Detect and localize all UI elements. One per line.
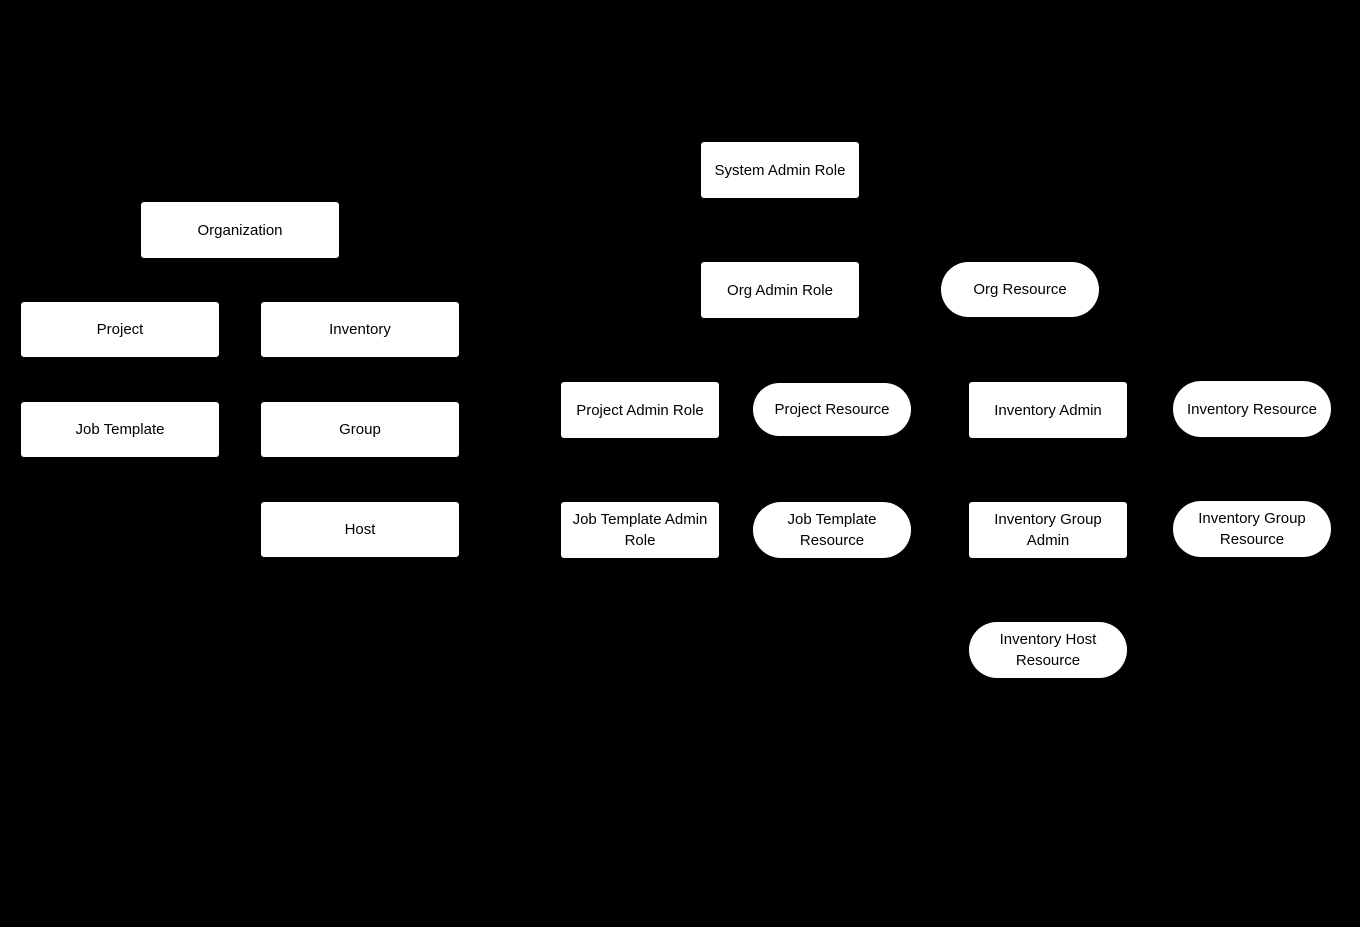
node-inventory-group-admin: Inventory Group Admin xyxy=(969,502,1127,558)
node-label: Group xyxy=(339,421,381,438)
node-label: Inventory Group Admin xyxy=(994,511,1102,549)
node-label: Inventory Host Resource xyxy=(999,631,1097,669)
node-label: Project xyxy=(96,321,144,338)
node-inventory-admin: Inventory Admin xyxy=(969,382,1127,438)
node-project-admin-role: Project Admin Role xyxy=(561,382,719,438)
node-inventory: Inventory xyxy=(261,302,459,357)
node-host: Host xyxy=(261,502,459,557)
node-label: Inventory Resource xyxy=(1186,400,1318,418)
node-group: Group xyxy=(261,402,459,457)
node-inventory-group-resource: Inventory Group Resource xyxy=(1173,501,1331,557)
node-label: Inventory Admin xyxy=(994,401,1102,419)
node-label: Job Template Resource xyxy=(787,511,877,549)
node-job-template: Job Template xyxy=(21,402,219,457)
node-label: Org Resource xyxy=(973,281,1067,298)
node-label: Org Admin Role xyxy=(727,281,833,299)
node-inventory-host-resource: Inventory Host Resource xyxy=(969,622,1127,678)
node-label: Inventory Group Resource xyxy=(1198,510,1306,548)
node-organization: Organization xyxy=(141,202,339,258)
node-system-admin-role: System Admin Role xyxy=(701,142,859,198)
node-label: Inventory xyxy=(329,321,391,338)
node-job-template-admin-role: Job Template Admin Role xyxy=(561,502,719,558)
node-project-resource: Project Resource xyxy=(753,383,911,436)
node-job-template-resource: Job Template Resource xyxy=(753,502,911,558)
node-label: Job Template Admin Role xyxy=(572,511,708,549)
node-label: Project Admin Role xyxy=(576,401,704,419)
node-label: Organization xyxy=(197,221,283,239)
node-label: System Admin Role xyxy=(714,161,846,179)
node-org-admin-role: Org Admin Role xyxy=(701,262,859,318)
node-inventory-resource: Inventory Resource xyxy=(1173,381,1331,437)
node-label: Project Resource xyxy=(774,401,890,418)
node-label: Job Template xyxy=(75,421,165,438)
node-label: Host xyxy=(344,521,376,538)
node-org-resource: Org Resource xyxy=(941,262,1099,317)
node-project: Project xyxy=(21,302,219,357)
